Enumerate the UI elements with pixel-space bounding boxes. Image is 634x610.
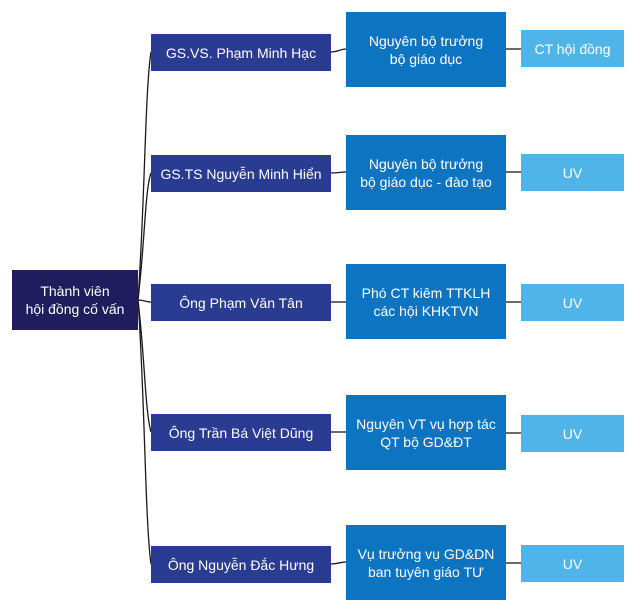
member-position-0: Nguyên bộ trưởng bộ giáo dục [346,12,506,87]
member-name-1: GS.TS Nguyễn Minh Hiển [151,155,331,192]
connector-name-pos-0 [330,48,347,53]
member-name-2: Ông Phạm Văn Tân [151,284,331,321]
root-node: Thành viên hội đồng cố vấn [12,270,138,330]
member-position-1: Nguyên bộ trưởng bộ giáo dục - đào tạo [346,135,506,210]
member-role-3: UV [521,415,624,452]
connector-name-pos-1 [330,171,347,174]
member-position-3: Nguyên VT vụ hợp tác QT bộ GD&ĐT [346,395,506,470]
connector-root-member-3 [137,299,152,433]
member-position-2: Phó CT kiêm TTKLH các hội KHKTVN [346,264,506,339]
member-role-4: UV [521,545,624,582]
member-name-0: GS.VS. Phạm Minh Hạc [151,34,331,71]
connector-name-pos-4 [330,561,347,565]
member-position-4: Vụ trưởng vụ GD&DN ban tuyên giáo TƯ [346,525,506,600]
member-role-2: UV [521,284,624,321]
member-name-3: Ông Trần Bá Việt Dũng [151,414,331,451]
member-name-4: Ông Nguyễn Đắc Hưng [151,546,331,583]
connector-root-member-2 [137,299,152,303]
member-role-0: CT hội đồng [521,30,624,67]
connector-root-member-4 [137,299,152,565]
member-role-1: UV [521,154,624,191]
connector-root-member-1 [137,172,152,301]
connector-root-member-0 [137,51,152,301]
